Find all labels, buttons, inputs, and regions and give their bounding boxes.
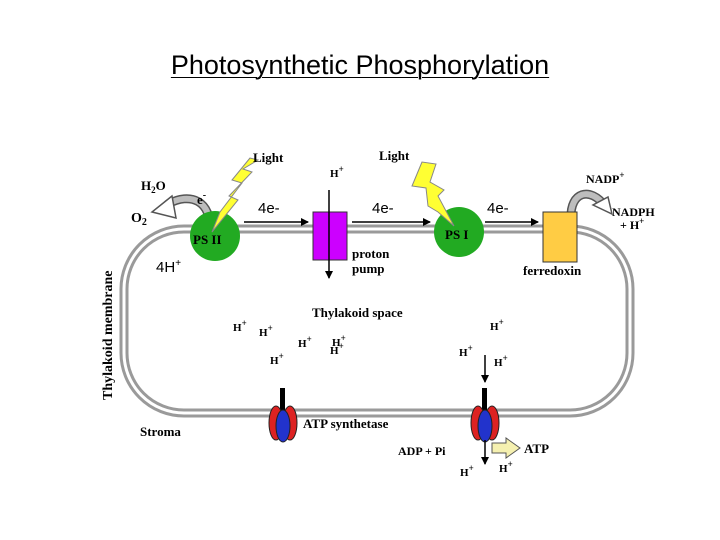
ferredoxin-label: ferredoxin xyxy=(523,263,582,278)
ps1-label: PS I xyxy=(445,227,468,242)
electron-flow-label-2: 4e- xyxy=(372,200,394,217)
nadp-plus-label: NADP+ xyxy=(586,170,624,186)
lightning-bolt-right xyxy=(411,161,455,227)
h-plus-ion: H+ xyxy=(330,341,344,357)
proton-pump xyxy=(312,211,348,261)
h-plus-ion: H+ xyxy=(330,164,344,180)
adp-pi-label: ADP + Pi xyxy=(398,444,446,458)
h-plus-ion: H+ xyxy=(490,317,504,333)
nadph-h-label: + H+ xyxy=(620,216,644,232)
lightning-bolt-left xyxy=(211,157,260,233)
h-plus-ion: H+ xyxy=(460,463,474,479)
thylakoid-membrane-label: Thylakoid membrane xyxy=(101,270,116,400)
thylakoid-space-label: Thylakoid space xyxy=(312,305,403,320)
o2-label: O2 xyxy=(131,211,147,228)
h-plus-ion: H+ xyxy=(259,323,273,339)
ps2-complex xyxy=(190,211,240,261)
nadph-label: NADPH xyxy=(612,205,655,219)
light-label-right: Light xyxy=(379,148,410,163)
electron-flow-label-3: 4e- xyxy=(487,200,509,217)
atp-label: ATP xyxy=(524,441,549,456)
atp-production-arrow xyxy=(491,437,521,459)
proton-pump-label-2: pump xyxy=(352,261,385,276)
electron-flow-label-1: 4e- xyxy=(258,200,280,217)
electron-label: e- xyxy=(197,190,206,207)
ferredoxin-box xyxy=(542,211,578,263)
h-plus-ion: H+ xyxy=(494,353,508,369)
stroma-label: Stroma xyxy=(140,424,181,439)
page-title-wrap: Photosynthetic Phosphorylation xyxy=(0,50,720,81)
page-title: Photosynthetic Phosphorylation xyxy=(170,50,550,80)
h-plus-ion: H+ xyxy=(233,318,247,334)
four-h-plus-label: 4H+ xyxy=(156,258,181,276)
atp-synthetase-2 xyxy=(470,355,500,465)
nadp-reduction-arrow xyxy=(566,189,614,223)
h-plus-ion: H+ xyxy=(332,333,346,349)
h-plus-ion: H+ xyxy=(499,459,513,475)
atp-synthetase-label: ATP synthetase xyxy=(303,416,389,431)
h-plus-ion: H+ xyxy=(298,334,312,350)
thylakoid-membrane-shape xyxy=(119,224,635,418)
proton-pump-label-1: proton xyxy=(352,246,390,261)
h-plus-ion: H+ xyxy=(270,351,284,367)
light-label-left: Light xyxy=(253,150,284,165)
h-plus-ion: H+ xyxy=(459,343,473,359)
h2o-label: H2O xyxy=(141,178,166,195)
ps2-label: PS II xyxy=(193,232,222,247)
atp-synthetase-1 xyxy=(268,388,298,443)
